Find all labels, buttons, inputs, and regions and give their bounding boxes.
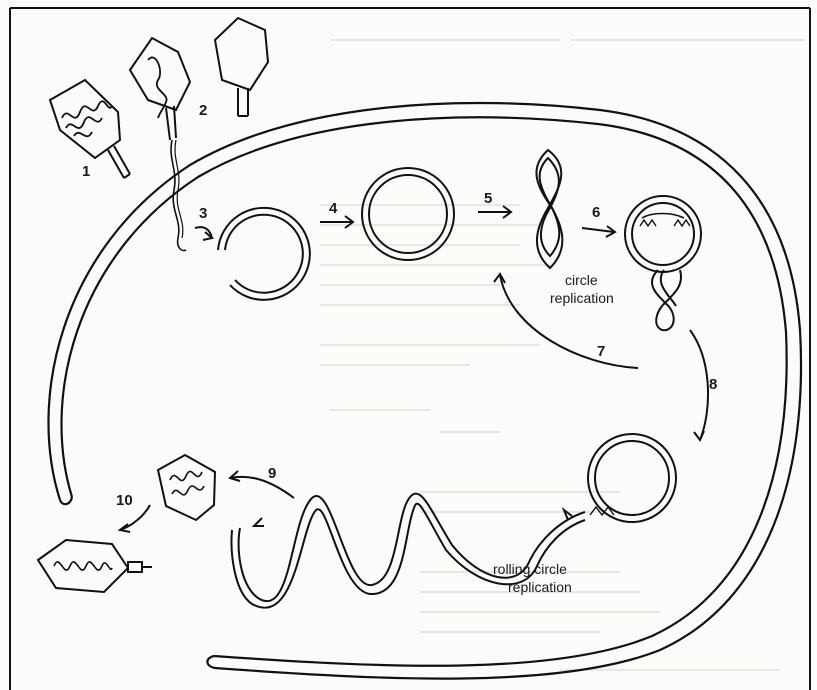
phage-empty — [215, 18, 268, 116]
progeny-phage-assembling — [158, 455, 215, 520]
mature-progeny-phage — [38, 540, 152, 592]
template-circle — [588, 434, 676, 522]
closed-circle — [362, 168, 454, 260]
circle-replication-label-line1: circle — [565, 272, 598, 288]
step-label-7: 7 — [597, 343, 605, 360]
step-label-10: 10 — [116, 492, 133, 509]
step-label-1: 1 — [82, 163, 90, 180]
gapped-circle — [218, 208, 310, 300]
rolling-circle-label-line2: replication — [508, 579, 572, 595]
phage-dna-entry — [130, 38, 190, 251]
step-label-2: 2 — [199, 102, 207, 119]
supercoiled-dna — [536, 150, 562, 268]
step-label-6: 6 — [592, 204, 600, 221]
step-label-4: 4 — [329, 200, 338, 217]
replicating-circle — [625, 196, 701, 330]
step-label-9: 9 — [268, 465, 276, 482]
step-label-8: 8 — [709, 376, 717, 393]
step-label-3: 3 — [199, 205, 207, 222]
rolling-circle-label-line1: rolling circle — [493, 561, 567, 577]
circle-replication-label-line2: replication — [550, 290, 614, 306]
step-label-5: 5 — [484, 190, 492, 207]
page-border — [10, 8, 810, 690]
